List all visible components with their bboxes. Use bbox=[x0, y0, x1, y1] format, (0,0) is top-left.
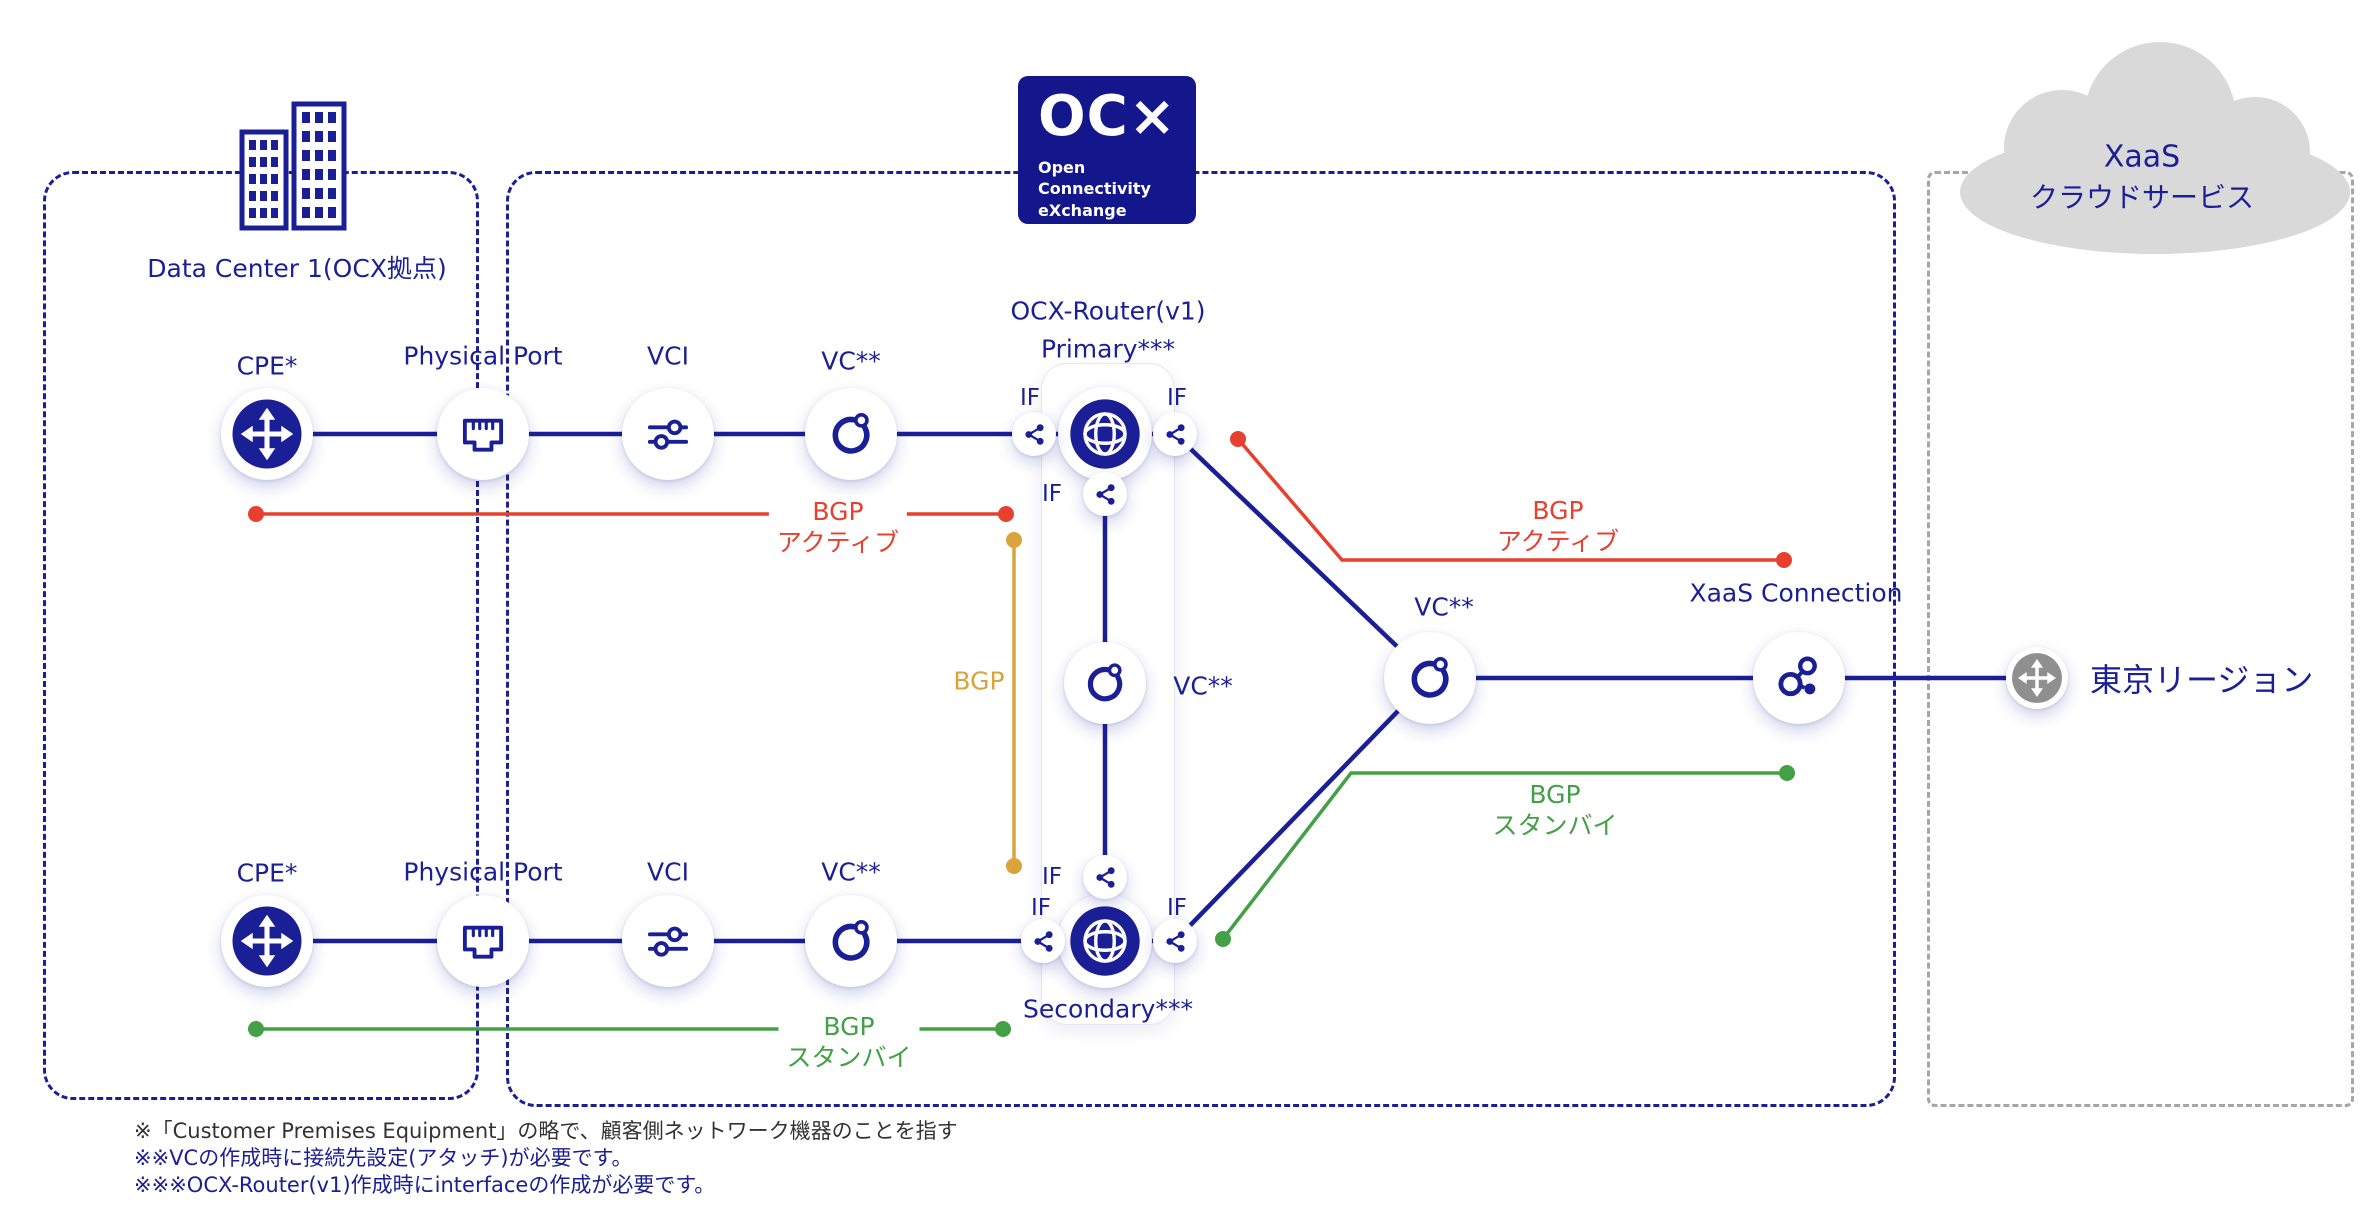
if-label-secondary-right: IF bbox=[1166, 895, 1188, 921]
cpe-router-icon-bottom bbox=[221, 895, 313, 987]
if-label-primary-bottom: IF bbox=[1041, 481, 1063, 507]
tokyo-region-icon bbox=[2006, 647, 2068, 709]
bgp-label-vertical: BGP bbox=[953, 666, 1005, 696]
footnote-vc: ※※VCの作成時に接続先設定(アタッチ)が必要です。 bbox=[134, 1146, 633, 1170]
interface-icon-primary-right bbox=[1153, 412, 1197, 456]
ocx-region-box bbox=[506, 171, 1896, 1107]
vc-label-bottom: VC** bbox=[821, 857, 881, 887]
vc-icon-top bbox=[805, 388, 897, 480]
ocx-logo-wordmark: OC× bbox=[1038, 84, 1177, 149]
bgp-active-label-right: BGP アクティブ bbox=[1496, 495, 1620, 556]
interface-icon-primary-bottom bbox=[1083, 472, 1127, 516]
ocx-logo-tagline-line2: eXchange bbox=[1038, 200, 1127, 220]
vc-label-convergence: VC** bbox=[1414, 592, 1474, 622]
vc-icon-convergence bbox=[1384, 632, 1476, 724]
physical-port-icon-top bbox=[437, 388, 529, 480]
ocx-router-title: OCX-Router(v1) bbox=[1010, 296, 1206, 326]
physical-port-label-bottom: Physical Port bbox=[403, 857, 563, 887]
xaas-connection-icon bbox=[1753, 632, 1845, 724]
if-label-secondary-top: IF bbox=[1041, 864, 1063, 890]
vc-icon-bottom bbox=[805, 895, 897, 987]
cpe-label-bottom: CPE* bbox=[236, 858, 298, 888]
vci-sliders-icon-bottom bbox=[622, 895, 714, 987]
cpe-router-icon-top bbox=[221, 388, 313, 480]
xaas-cloud-title-line2: クラウドサービス bbox=[2029, 181, 2255, 214]
interface-icon-secondary-right bbox=[1153, 919, 1197, 963]
datacenter-title: Data Center 1(OCX拠点) bbox=[147, 254, 447, 283]
secondary-label: Secondary*** bbox=[1023, 994, 1193, 1024]
tokyo-region-label: 東京リージョン bbox=[2090, 661, 2314, 699]
interface-icon-secondary-left bbox=[1021, 919, 1065, 963]
ocx-router-secondary-icon bbox=[1058, 894, 1152, 988]
vc-icon-middle bbox=[1064, 642, 1146, 724]
if-label-primary-left: IF bbox=[1019, 385, 1041, 411]
interface-icon-primary-left bbox=[1012, 412, 1056, 456]
physical-port-label-top: Physical Port bbox=[403, 341, 563, 371]
bgp-standby-label-left: BGP スタンバイ bbox=[778, 1009, 920, 1075]
footnote-ocx-router: ※※※OCX-Router(v1)作成時にinterfaceの作成が必要です。 bbox=[134, 1173, 716, 1197]
physical-port-icon-bottom bbox=[437, 895, 529, 987]
xaas-connection-label: XaaS Connection bbox=[1689, 578, 1903, 608]
ocx-logo: OC× Open Connectivity eXchange bbox=[1018, 76, 1196, 224]
if-label-primary-right: IF bbox=[1166, 385, 1188, 411]
vci-label-bottom: VCI bbox=[647, 857, 689, 887]
ocx-logo-tagline-line1: Open Connectivity bbox=[1038, 157, 1151, 199]
footnotes: ※「Customer Premises Equipment」の略で、顧客側ネット… bbox=[134, 1118, 958, 1199]
interface-icon-secondary-top bbox=[1083, 855, 1127, 899]
xaas-cloud-title-line1: XaaS bbox=[2103, 139, 2181, 175]
vci-label-top: VCI bbox=[647, 341, 689, 371]
footnote-cpe: ※「Customer Premises Equipment」の略で、顧客側ネット… bbox=[134, 1119, 958, 1143]
ocx-router-primary-icon bbox=[1058, 387, 1152, 481]
if-label-secondary-left: IF bbox=[1030, 895, 1052, 921]
cpe-label-top: CPE* bbox=[236, 351, 298, 381]
vc-label-middle: VC** bbox=[1173, 671, 1233, 701]
vci-sliders-icon-top bbox=[622, 388, 714, 480]
bgp-standby-label-right: BGP スタンバイ bbox=[1492, 779, 1618, 840]
cloud-shape bbox=[1960, 42, 2350, 254]
vc-label-top: VC** bbox=[821, 346, 881, 376]
datacenter-buildings-icon bbox=[239, 101, 347, 231]
bgp-active-label-left: BGP アクティブ bbox=[768, 494, 908, 560]
primary-label: Primary*** bbox=[1040, 334, 1176, 364]
